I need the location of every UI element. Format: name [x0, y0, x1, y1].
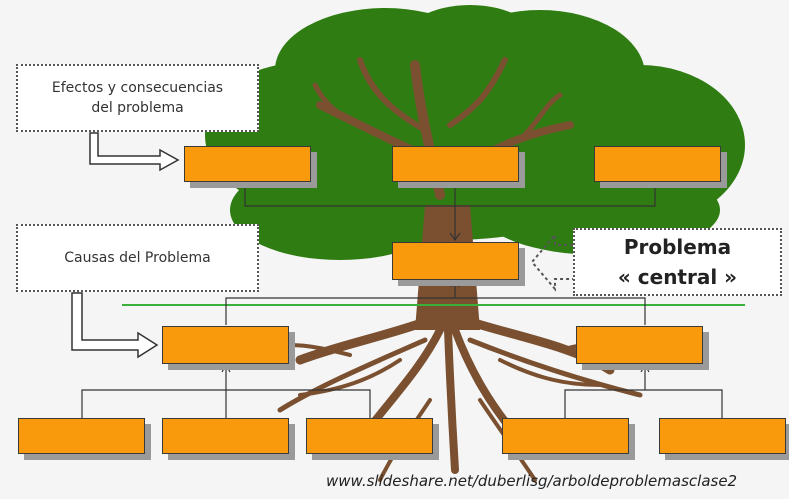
- sub-cause-box-2: [162, 418, 289, 454]
- cause-box-1: [162, 326, 289, 364]
- effects-pointer-arrow: [89, 132, 180, 172]
- causes-label-box: Causas del Problema: [16, 224, 259, 292]
- sub-cause-box-5: [659, 418, 786, 454]
- effects-label: Efectos y consecuencias del problema: [51, 80, 224, 116]
- central-label: Problema « central »: [617, 235, 738, 289]
- effect-box-3: [594, 146, 721, 182]
- sub-cause-box-1: [18, 418, 145, 454]
- central-label-box: Problema « central »: [573, 228, 782, 296]
- tree-canopy: [205, 5, 745, 260]
- source-url: www.slideshare.net/duberlisg/arboldeprob…: [326, 472, 738, 490]
- cause-box-2: [576, 326, 703, 364]
- sub-cause-box-3: [306, 418, 433, 454]
- effects-connectors: [244, 182, 656, 242]
- causes-pointer-arrow: [71, 292, 159, 359]
- effects-label-box: Efectos y consecuencias del problema: [16, 64, 259, 132]
- central-problem-box: [392, 242, 519, 280]
- effect-box-1: [184, 146, 311, 182]
- sub-cause-box-4: [502, 418, 629, 454]
- causes-label: Causas del Problema: [64, 250, 211, 266]
- causes-connectors: [225, 278, 646, 325]
- effect-box-2: [392, 146, 519, 182]
- central-pointer-arrow: [530, 232, 573, 292]
- sub-causes-connectors: [81, 363, 723, 418]
